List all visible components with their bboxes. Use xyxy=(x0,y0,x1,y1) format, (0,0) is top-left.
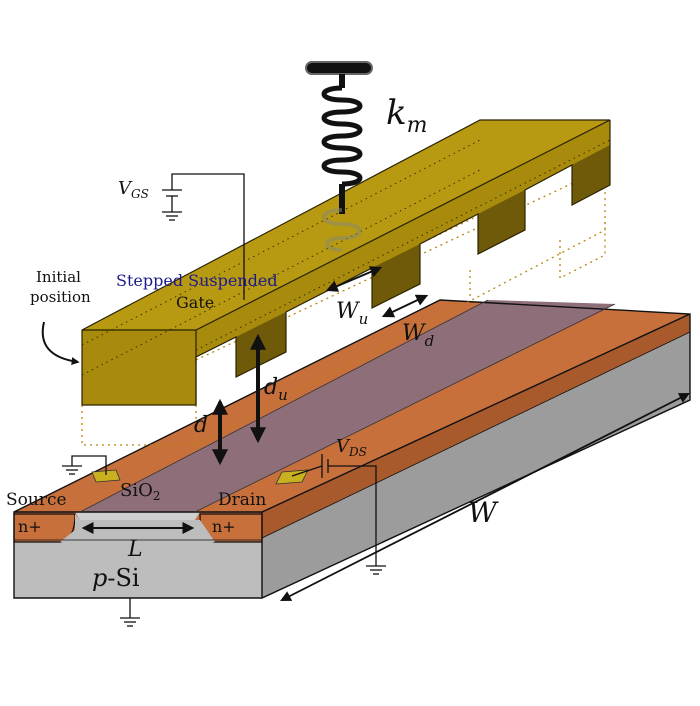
gate-initial-dotted-step xyxy=(559,222,606,280)
wd-label: Wd xyxy=(402,321,434,350)
source-label: Source xyxy=(6,490,67,510)
gate-label-line1: Stepped Suspended xyxy=(116,271,278,290)
gate-initial-dotted-top xyxy=(195,185,606,446)
oxide-front xyxy=(75,512,200,520)
vgs-wire xyxy=(171,173,245,300)
source-ground-wire xyxy=(71,455,107,475)
vgs-label: VGS xyxy=(118,178,149,201)
spring-ghost-coils xyxy=(322,208,362,252)
gate-dotted-line-b xyxy=(195,139,611,351)
vgs-circuit xyxy=(162,173,245,300)
initial-position-line2: position xyxy=(30,288,91,306)
gate-label-line2: Gate xyxy=(176,293,214,312)
substrate-ground xyxy=(120,598,140,627)
spring xyxy=(305,61,373,252)
l-label: L xyxy=(127,537,143,562)
oxide-label: SiO2 xyxy=(120,480,161,503)
k-m-label: km xyxy=(386,93,427,138)
w-arrow xyxy=(280,393,690,601)
du-label: du xyxy=(264,375,288,404)
vds-label: VDS xyxy=(336,436,367,459)
w-label: W xyxy=(468,496,499,529)
drain-label: Drain xyxy=(218,490,266,510)
substrate-label: p-Si xyxy=(92,564,140,592)
gate-step-3 xyxy=(478,190,525,254)
wd-arrow xyxy=(381,294,429,318)
source-contact-pad xyxy=(91,469,121,483)
n-plus-left-label: n+ xyxy=(18,517,42,536)
gate-step-2 xyxy=(372,244,420,308)
source-ground xyxy=(62,455,107,475)
gate-front-face xyxy=(82,330,196,405)
gate-initial-dotted-front xyxy=(81,405,197,446)
wu-arrow xyxy=(325,266,383,292)
spring-anchor-bar xyxy=(305,61,373,75)
wu-label: Wu xyxy=(336,299,368,328)
gate-outline-side xyxy=(195,120,611,405)
spring-coils xyxy=(321,85,363,187)
initial-position-arrow xyxy=(41,321,80,366)
d-label: d xyxy=(194,413,208,438)
initial-position-line1: Initial xyxy=(36,268,81,286)
n-plus-right-label: n+ xyxy=(212,517,236,536)
